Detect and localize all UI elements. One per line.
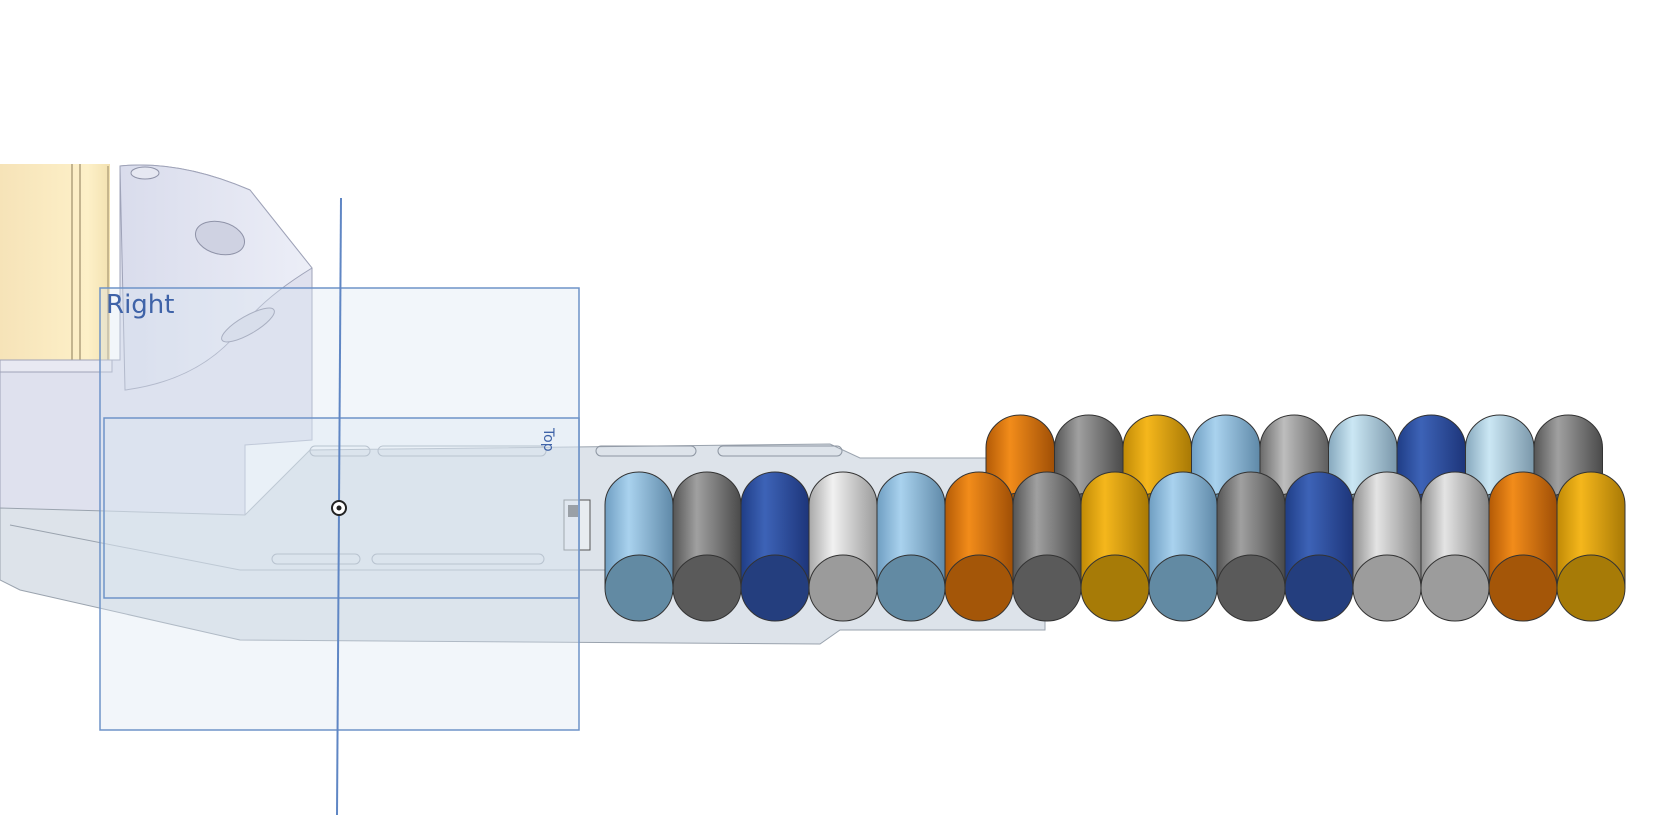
cylinder[interactable] (876, 471, 946, 622)
cylinder[interactable] (1012, 471, 1082, 622)
cylinder[interactable] (944, 471, 1014, 622)
front-row-cylinders[interactable] (604, 471, 1626, 622)
cylinder[interactable] (1148, 471, 1218, 622)
cylinder[interactable] (1488, 471, 1558, 622)
cylinder[interactable] (1284, 471, 1354, 622)
top-plane-label[interactable]: Top (540, 428, 556, 452)
cylinder[interactable] (1216, 471, 1286, 622)
cylinder[interactable] (604, 471, 674, 622)
cylinder[interactable] (808, 471, 878, 622)
right-plane-label[interactable]: Right (106, 290, 175, 320)
cylinder[interactable] (1420, 471, 1490, 622)
cylinder[interactable] (1080, 471, 1150, 622)
cylinder[interactable] (1352, 471, 1422, 622)
head-housing[interactable] (0, 164, 313, 516)
origin-marker[interactable] (331, 500, 347, 516)
cylinder[interactable] (1556, 471, 1626, 622)
cylinder[interactable] (672, 471, 742, 622)
yellow-body[interactable] (0, 164, 110, 366)
cylinder[interactable] (740, 471, 810, 622)
